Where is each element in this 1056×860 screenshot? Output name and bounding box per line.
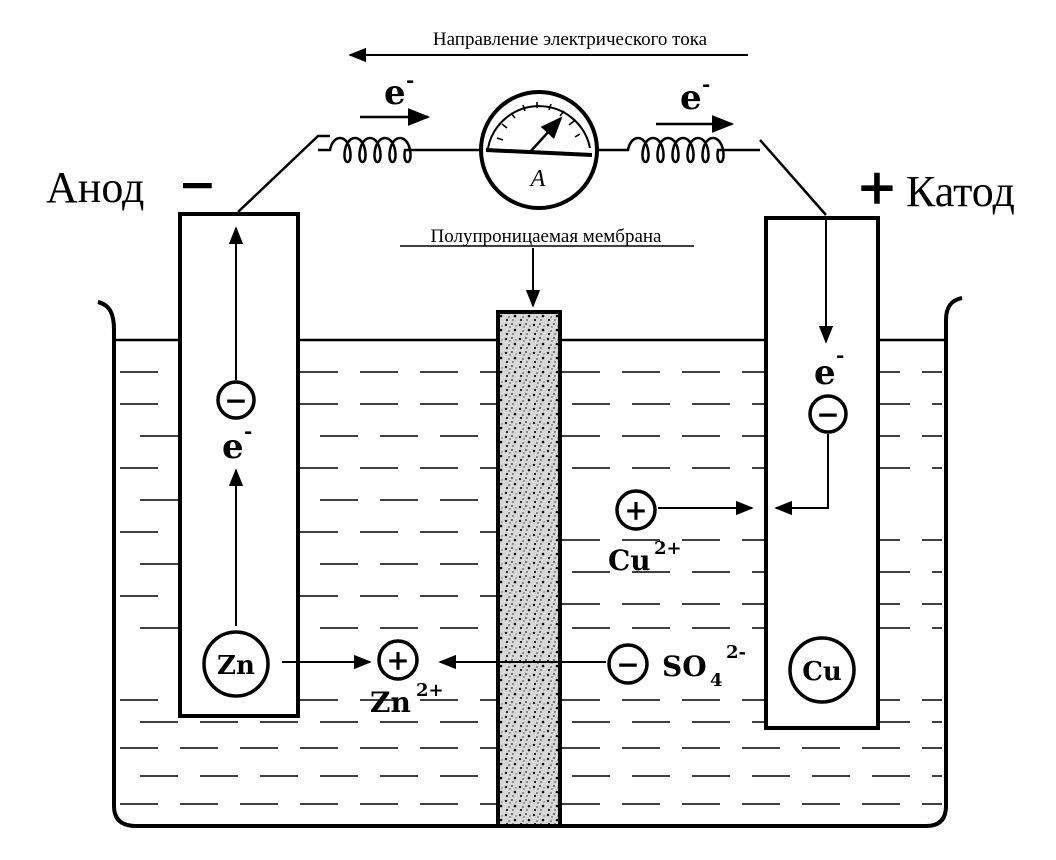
- ammeter: А: [479, 90, 599, 210]
- cathode-label: Катод: [906, 167, 1015, 216]
- svg-text:2-: 2-: [726, 642, 746, 663]
- svg-text:−: −: [816, 398, 839, 431]
- zn-ion-label: Zn 2+: [370, 680, 444, 719]
- zn-atom: Zn: [202, 630, 270, 698]
- membrane-label: Полупроницаемая мембрана: [431, 226, 663, 247]
- electrolyte-right: [562, 371, 942, 805]
- svg-text:Zn: Zn: [217, 651, 255, 681]
- cu-atom: Cu: [788, 636, 856, 704]
- svg-text:e: e: [814, 353, 836, 393]
- svg-text:4: 4: [710, 670, 723, 691]
- cathode-sign: +: [856, 157, 898, 216]
- electron-label-right: e -: [680, 72, 710, 118]
- svg-text:SO: SO: [662, 650, 707, 683]
- svg-text:Cu: Cu: [802, 657, 842, 687]
- svg-text:-: -: [836, 343, 844, 367]
- svg-text:Zn: Zn: [370, 686, 411, 719]
- coil-left: [318, 136, 482, 164]
- svg-text:e: e: [384, 73, 406, 113]
- wire-left: [237, 134, 330, 213]
- electrolyte-left: [120, 371, 496, 805]
- coil-right: [598, 136, 760, 164]
- cu-ion: +: [615, 489, 657, 531]
- zn-ion: +: [377, 639, 419, 681]
- anode-electron-symbol: −: [216, 380, 256, 420]
- svg-text:-: -: [244, 419, 252, 443]
- ammeter-letter: А: [529, 166, 546, 192]
- cathode-electron-symbol: −: [808, 394, 848, 434]
- svg-text:−: −: [616, 648, 639, 681]
- svg-text:2+: 2+: [416, 680, 444, 701]
- svg-text:-: -: [702, 72, 710, 96]
- svg-text:+: +: [624, 494, 647, 527]
- sulfate-label: SO 4 2-: [662, 642, 746, 691]
- svg-text:-: -: [406, 68, 414, 92]
- cathode-electron-path: [774, 434, 829, 516]
- anode-sign: −: [178, 157, 217, 211]
- anode-electron-label: e -: [222, 419, 252, 467]
- semipermeable-membrane: [496, 310, 562, 828]
- svg-text:Cu: Cu: [608, 544, 651, 577]
- cu-ion-label: Cu 2+: [608, 538, 682, 577]
- current-direction-label: Направление электрического тока: [433, 29, 708, 50]
- anode-label: Анод: [46, 163, 144, 212]
- cathode-electron-label: e -: [814, 343, 844, 393]
- svg-text:e: e: [222, 427, 244, 467]
- svg-text:−: −: [224, 384, 247, 417]
- electron-label-left: e -: [384, 68, 414, 113]
- svg-text:e: e: [680, 78, 702, 118]
- svg-text:+: +: [386, 644, 409, 677]
- wire-right: [759, 139, 827, 216]
- svg-text:2+: 2+: [654, 538, 682, 559]
- sulfate-ion: −: [607, 643, 649, 685]
